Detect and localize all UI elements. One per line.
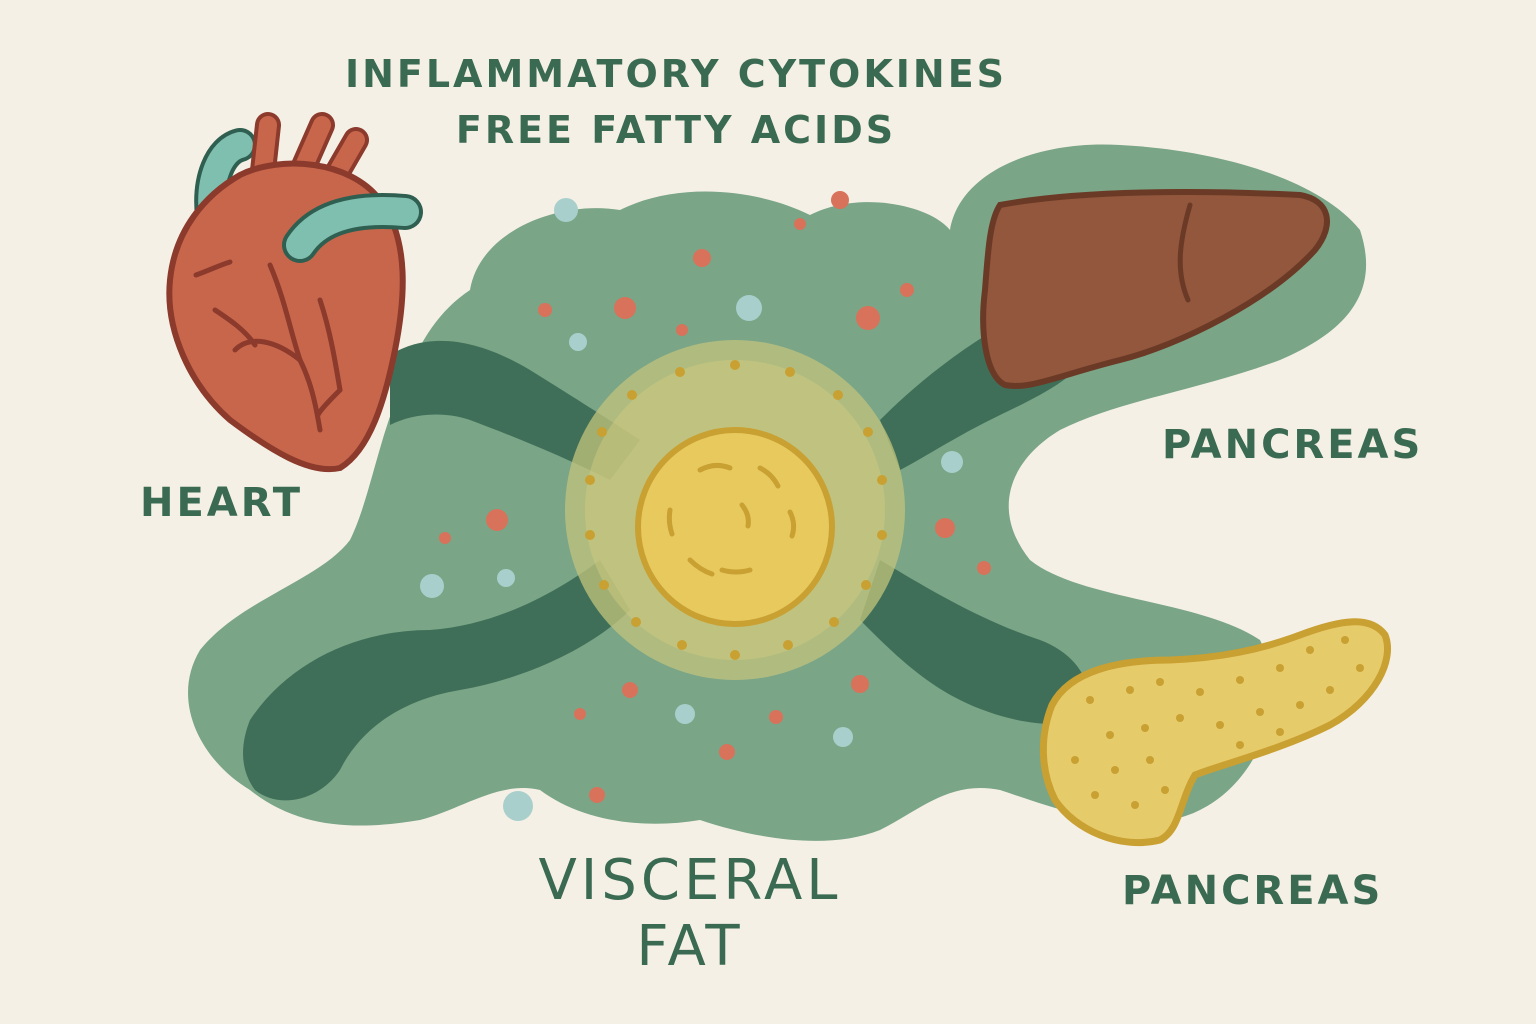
mediators-line-2: FREE FATTY ACIDS xyxy=(455,108,897,152)
mediators-line-1: INFLAMMATORY CYTOKINES xyxy=(344,52,1008,96)
halo-dots xyxy=(585,360,887,660)
band-lower-left xyxy=(243,560,630,801)
heart-veins xyxy=(193,259,343,433)
heart-label: HEART xyxy=(140,480,304,526)
band-lower-right xyxy=(860,560,1088,724)
fat-label-line-2: FAT xyxy=(636,914,744,979)
pancreas-label-lower: PANCREAS xyxy=(1122,868,1384,914)
fat-cell xyxy=(635,427,835,627)
pancreas-label-upper: PANCREAS xyxy=(1162,422,1424,468)
fat-label-line-1: VISCERAL xyxy=(538,848,842,913)
liver-organ xyxy=(980,189,1330,389)
fatty-acid-particles xyxy=(420,198,963,821)
visceral-fat-label: VISCERAL FAT xyxy=(490,848,890,980)
heart-organ xyxy=(166,112,423,473)
pancreas-organ xyxy=(1039,618,1392,847)
fat-cell-dashes xyxy=(666,462,797,577)
band-to-heart xyxy=(390,340,640,480)
cytokine-particles xyxy=(439,191,991,803)
